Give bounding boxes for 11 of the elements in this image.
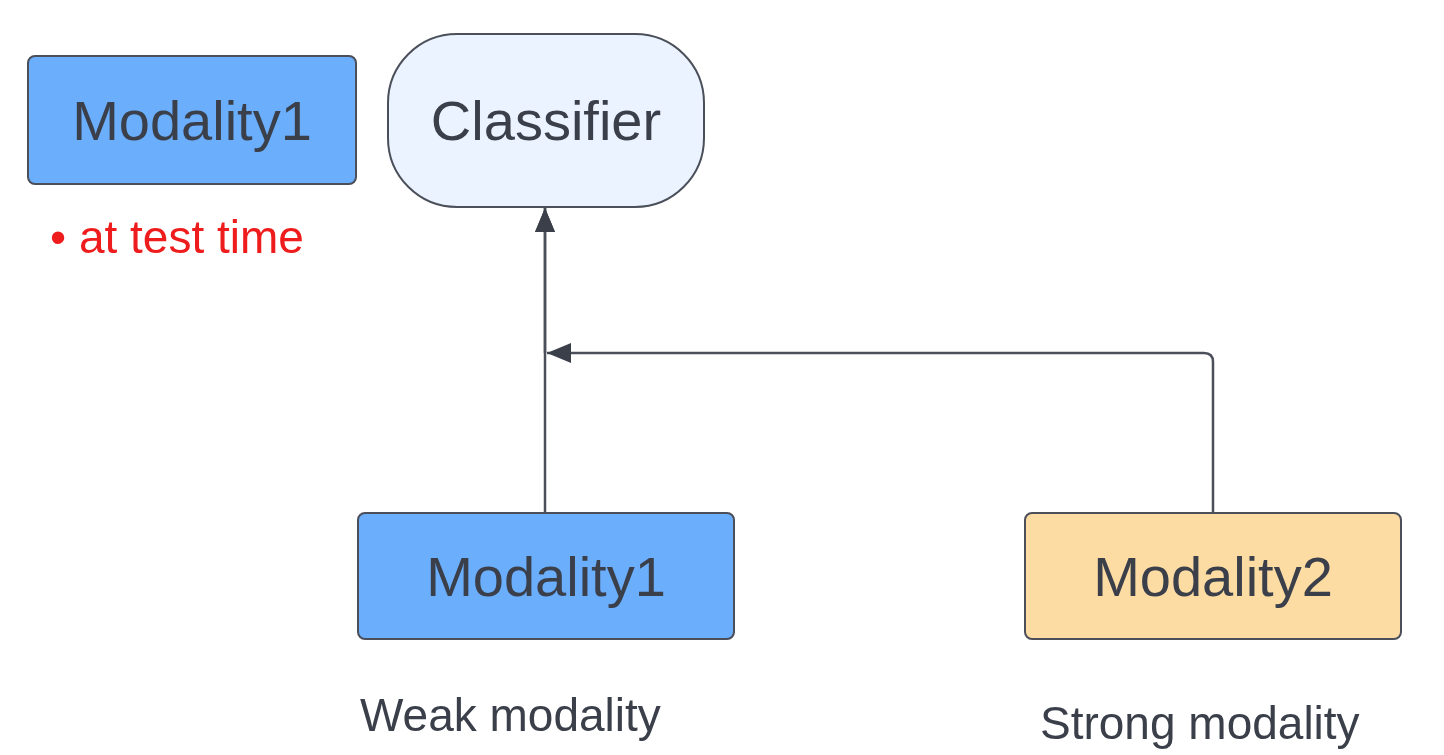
node-label: Classifier	[430, 88, 662, 153]
node-label: Modality1	[72, 87, 312, 153]
modality-box	[357, 512, 735, 640]
note-text: • at test time	[50, 210, 304, 264]
modality-box	[1024, 512, 1402, 640]
node-label: Modality2	[1093, 543, 1333, 609]
modality-box	[27, 55, 357, 185]
caption-text: Weak modality	[360, 688, 661, 742]
caption-text: Strong modality	[1040, 696, 1360, 750]
arrow	[535, 206, 1215, 514]
node-label: Modality1	[426, 543, 666, 609]
